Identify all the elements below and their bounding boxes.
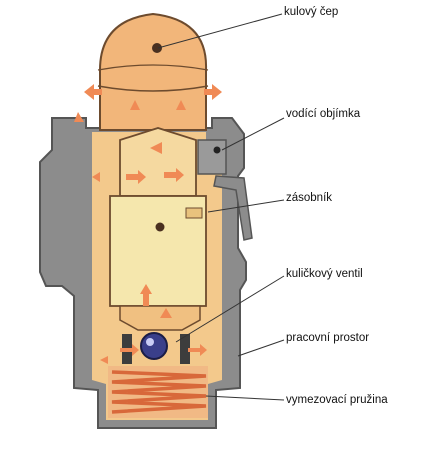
spring-coils <box>111 370 207 414</box>
ball-valve-ball <box>140 332 168 360</box>
flow-arrow <box>140 284 152 306</box>
flow-arrow <box>188 344 207 356</box>
flow-arrow <box>74 112 84 122</box>
ball-pin-groove-2 <box>97 64 209 71</box>
flow-arrow <box>120 344 139 356</box>
flow-arrow <box>150 142 162 154</box>
leader-lines <box>157 13 285 401</box>
flow-arrow <box>160 308 172 318</box>
valve-cage-right <box>180 334 190 364</box>
label-ball-pin: kulový čep <box>284 6 339 18</box>
reservoir-center-dot <box>155 222 165 232</box>
leader-line-guide-sleeve <box>221 117 285 151</box>
leader-line-ball-valve <box>175 275 285 343</box>
flow-arrow <box>84 84 102 100</box>
leader-line-ball-pin <box>157 13 283 49</box>
flow-arrows <box>74 84 222 364</box>
label-adjusting-spring: vymezovací pružina <box>286 394 388 406</box>
reservoir <box>109 195 207 307</box>
ball-pin-center-dot <box>152 43 162 53</box>
leader-line-reservoir <box>207 199 285 213</box>
reservoir-side-port <box>185 207 203 219</box>
leader-line-working-space <box>237 339 285 357</box>
flow-arrow <box>164 168 184 182</box>
ball-pin <box>97 12 209 131</box>
ball-pin-head <box>99 12 208 131</box>
plunger-cap <box>119 127 197 197</box>
guide-sleeve-lever <box>213 175 253 241</box>
flow-arrow <box>204 84 222 100</box>
adjusting-spring <box>108 366 208 418</box>
label-ball-valve: kuličkový ventil <box>286 268 363 280</box>
flow-arrow <box>126 170 146 184</box>
label-reservoir: zásobník <box>286 192 333 204</box>
flow-arrow <box>100 356 108 364</box>
flow-arrow <box>92 172 100 182</box>
flow-arrow <box>130 100 140 110</box>
ball-pin-groove <box>97 85 209 92</box>
guide-sleeve-dot <box>213 146 221 154</box>
ball-valve-highlight <box>146 338 154 346</box>
guide-sleeve-insert <box>197 139 227 175</box>
label-working-space: pracovní prostor <box>286 332 370 344</box>
leader-line-spring <box>205 395 285 401</box>
flow-arrow <box>176 100 186 110</box>
label-guide-sleeve: vodící objímka <box>286 108 361 120</box>
